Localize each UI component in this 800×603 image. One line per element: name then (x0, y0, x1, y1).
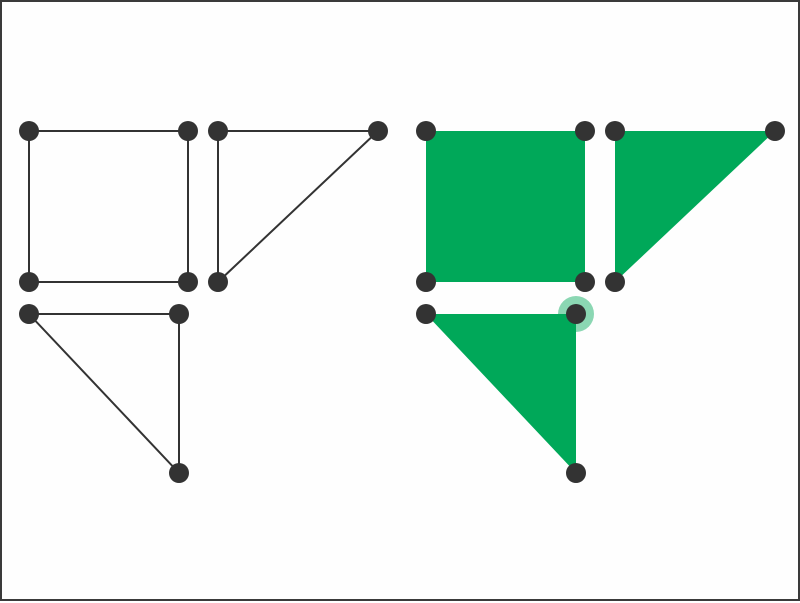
target-vertex[interactable] (208, 121, 228, 141)
filled-square[interactable] (426, 131, 585, 282)
player-vertex[interactable] (765, 121, 785, 141)
target-vertex[interactable] (368, 121, 388, 141)
target-vertex[interactable] (169, 304, 189, 324)
player-vertex[interactable] (605, 272, 625, 292)
target-lower-triangle-outline (26, 313, 180, 476)
target-vertex[interactable] (19, 272, 39, 292)
target-vertex[interactable] (19, 121, 39, 141)
player-vertex[interactable] (416, 121, 436, 141)
target-upper-triangle-outline (217, 130, 381, 285)
filled-upper-triangle[interactable] (615, 131, 775, 282)
target-vertex[interactable] (178, 121, 198, 141)
target-pattern (19, 121, 388, 483)
player-pattern (416, 121, 785, 483)
target-vertex[interactable] (208, 272, 228, 292)
player-vertex[interactable] (416, 304, 436, 324)
target-vertex[interactable] (169, 463, 189, 483)
player-vertex[interactable] (605, 121, 625, 141)
player-vertex[interactable] (566, 463, 586, 483)
target-lower-triangle (26, 313, 180, 476)
target-vertex[interactable] (19, 304, 39, 324)
player-vertex[interactable] (575, 272, 595, 292)
target-upper-triangle (217, 130, 381, 285)
target-vertex[interactable] (178, 272, 198, 292)
filled-lower-triangle[interactable] (426, 314, 576, 473)
player-vertex-selected[interactable] (566, 304, 586, 324)
target-square (28, 130, 189, 283)
player-vertex[interactable] (416, 272, 436, 292)
player-vertex[interactable] (575, 121, 595, 141)
target-square-outline (28, 130, 189, 283)
